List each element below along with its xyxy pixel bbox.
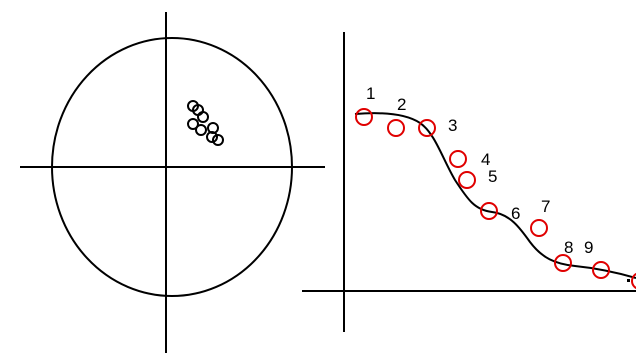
point-labels: 1 2 3 4 5 6 7 8 9 (366, 84, 593, 257)
point-label-4: 4 (481, 150, 490, 169)
sample-point-5 (458, 171, 476, 189)
sample-points (355, 108, 610, 279)
fitted-curve (354, 112, 636, 279)
point-label-2: 2 (397, 95, 406, 114)
sample-point-1 (355, 108, 373, 126)
left-panel (20, 12, 325, 353)
point-label-5: 5 (488, 167, 497, 186)
sample-point-8 (554, 254, 572, 272)
right-panel: 1 2 3 4 5 6 7 8 9 (302, 32, 636, 332)
point-label-9: 9 (584, 238, 593, 257)
cluster-marker (187, 118, 199, 130)
point-label-8: 8 (564, 238, 573, 257)
point-label-3: 3 (448, 116, 457, 135)
sample-point-7 (530, 219, 548, 237)
sample-point-6 (480, 202, 498, 220)
cluster-marker (197, 111, 209, 123)
sample-point-9 (592, 261, 610, 279)
sample-point-partial (631, 272, 636, 290)
point-label-6: 6 (511, 204, 520, 223)
point-label-7: 7 (541, 197, 550, 216)
cluster-marker (212, 134, 224, 146)
cluster-marker (206, 131, 218, 143)
sample-point-2 (387, 119, 405, 137)
cluster-marker (195, 124, 207, 136)
point-label-1: 1 (366, 84, 375, 103)
cluster-markers (187, 100, 224, 146)
sample-point-4 (449, 150, 467, 168)
sample-point-3 (418, 119, 436, 137)
partial-label-mark (627, 279, 630, 282)
